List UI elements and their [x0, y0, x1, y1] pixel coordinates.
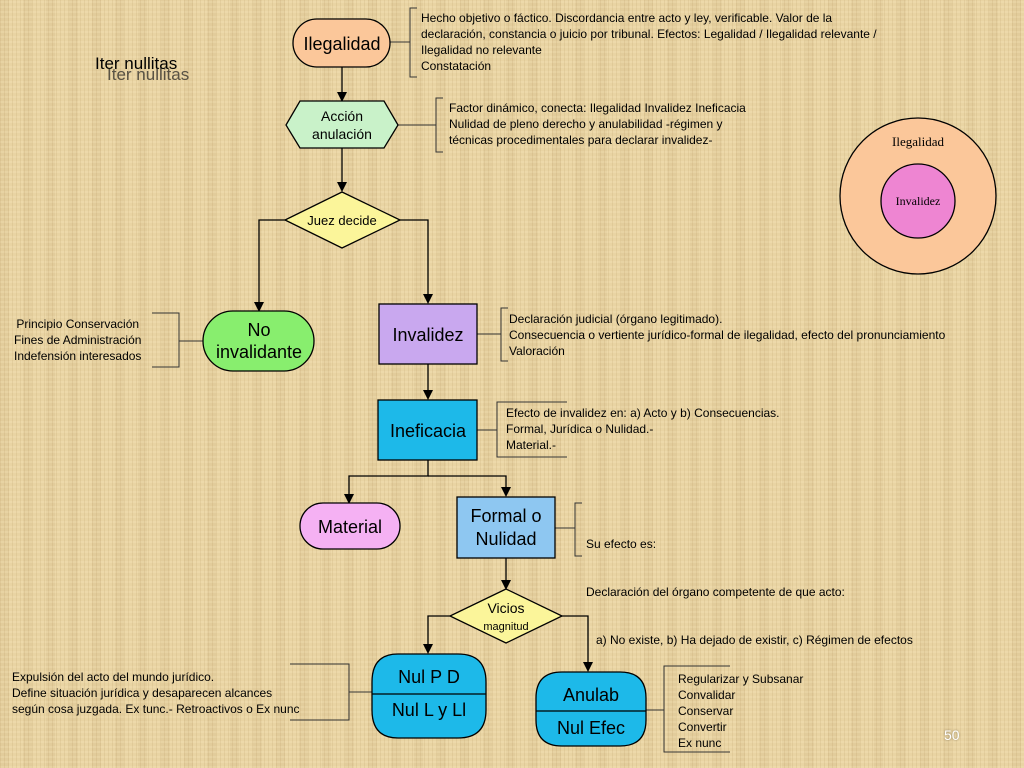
label-material: Material — [318, 517, 382, 537]
note-accion: Factor dinámico, conecta: Ilegalidad Inv… — [449, 101, 746, 147]
node-juez-decide — [283, 191, 402, 249]
node-formal-nulidad — [456, 496, 556, 559]
bracket-ilegalidad — [409, 7, 417, 78]
label-accion-line1: Acción — [321, 108, 363, 124]
node-material — [299, 502, 401, 550]
bracket-formal — [574, 502, 582, 557]
label-nul-pd-line2: Nul L y Ll — [392, 700, 466, 720]
arrow-vicios-anulab — [562, 615, 593, 672]
label-accion-line2: anulación — [312, 126, 372, 142]
bracket-anulab — [663, 665, 730, 753]
label-juez-decide: Juez decide — [307, 213, 376, 228]
label-invalidez: Invalidez — [392, 325, 463, 345]
label-no-invalidante-line2: invalidante — [216, 342, 302, 362]
label-ineficacia: Ineficacia — [390, 421, 467, 441]
label-no-invalidante-line1: No — [247, 320, 270, 340]
arrow-juez-invalidez — [400, 219, 433, 304]
note-ilegalidad: Hecho objetivo o fáctico. Discordancia e… — [421, 11, 877, 73]
node-anulab — [535, 671, 647, 747]
node-no-invalidante — [202, 310, 315, 372]
node-accion-anulacion — [285, 100, 399, 149]
node-ilegalidad — [292, 18, 391, 68]
label-vicios-line2: magnitud — [483, 621, 528, 633]
node-vicios — [448, 588, 564, 644]
label-circle-outer: Ilegalidad — [892, 134, 944, 149]
label-formal-line2: Nulidad — [475, 529, 536, 549]
node-ineficacia — [377, 399, 478, 461]
label-vicios-line1: Vicios — [487, 600, 524, 616]
label-nul-pd-line1: Nul P D — [398, 667, 460, 687]
note-no-invalidante: Principio Conservación Fines de Administ… — [14, 317, 142, 363]
arrow-ineficacia-formal — [428, 475, 511, 497]
label-ilegalidad: Ilegalidad — [303, 34, 380, 54]
bracket-invalidez — [500, 307, 508, 362]
arrow-ineficacia-split — [344, 460, 429, 504]
bracket-accion — [435, 97, 443, 153]
note-formal: Su efecto es: Declaración del órgano com… — [586, 537, 913, 647]
label-circle-inner: Invalidez — [896, 194, 941, 208]
label-formal-line1: Formal o — [470, 506, 541, 526]
page-number: 50 — [944, 727, 960, 743]
node-invalidez — [378, 303, 478, 365]
label-anulab-line2: Nul Efec — [557, 718, 625, 738]
bracket-no-invalidante — [152, 312, 180, 368]
arrow-juez-noinvalidante — [254, 219, 285, 312]
node-nul-pd — [371, 653, 487, 739]
note-ineficacia: Efecto de invalidez en: a) Acto y b) Con… — [506, 406, 780, 452]
arrow-vicios-nulpd — [423, 615, 450, 654]
label-anulab-line1: Anulab — [563, 685, 619, 705]
page-title: Iter nullitas — [95, 54, 178, 73]
circle-invalidez — [880, 163, 956, 239]
note-anulab: Regularizar y Subsanar Convalidar Conser… — [678, 672, 804, 750]
page-title-shadow: Iter nullitas — [107, 65, 190, 84]
note-invalidez: Declaración judicial (órgano legitimado)… — [509, 312, 946, 358]
note-nul-pd: Expulsión del acto del mundo jurídico. D… — [12, 670, 300, 716]
